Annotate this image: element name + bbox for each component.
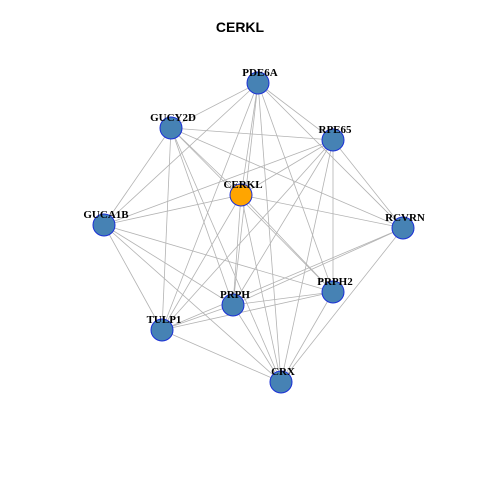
edge-prph2-prph: [232, 291, 334, 306]
edge-cerkl-prph: [232, 194, 242, 306]
edge-cerkl-rcvrn: [240, 194, 404, 229]
node-label-tulp1: TULP1: [147, 314, 182, 326]
node-layer: [92, 71, 415, 394]
edge-prph2-tulp1: [161, 291, 334, 331]
edge-rpe65-rcvrn: [332, 139, 404, 229]
edge-cerkl-tulp1: [161, 194, 242, 331]
edge-rpe65-guca1b: [103, 139, 334, 226]
edge-cerkl-guca1b: [103, 194, 242, 226]
node-prph[interactable]: [221, 293, 245, 317]
node-label-crx: CRX: [271, 366, 295, 378]
node-label-guca1b: GUCA1B: [83, 209, 129, 221]
node-guca1b[interactable]: [92, 213, 116, 237]
node-rpe65[interactable]: [321, 128, 345, 152]
edge-tulp1-crx: [161, 329, 282, 383]
edge-prph2-crx: [280, 291, 334, 383]
node-label-cerkl: CERKL: [223, 179, 262, 191]
edge-rpe65-tulp1: [161, 139, 334, 331]
edge-gucy2d-rcvrn: [170, 127, 404, 229]
edge-pde6a-prph2: [257, 82, 334, 293]
edge-rcvrn-prph: [232, 227, 404, 306]
edge-cerkl-prph2: [240, 194, 334, 293]
node-gucy2d[interactable]: [159, 116, 183, 140]
edge-pde6a-rpe65: [257, 82, 334, 141]
node-label-prph2: PRPH2: [317, 276, 353, 288]
edge-layer: [103, 82, 404, 383]
edge-rpe65-cerkl: [240, 139, 334, 196]
node-label-pde6a: PDE6A: [242, 67, 278, 79]
edge-gucy2d-prph2: [170, 127, 334, 293]
edge-gucy2d-guca1b: [103, 127, 172, 226]
node-label-rpe65: RPE65: [319, 124, 353, 136]
edge-prph-tulp1: [161, 304, 234, 331]
graph-title: CERKL: [215, 19, 265, 35]
edge-pde6a-rcvrn: [257, 82, 404, 229]
edge-gucy2d-cerkl: [170, 127, 242, 196]
node-crx[interactable]: [269, 370, 293, 394]
edge-rcvrn-tulp1: [161, 227, 404, 331]
edge-pde6a-cerkl: [240, 82, 259, 196]
edge-gucy2d-prph: [170, 127, 234, 306]
edge-guca1b-prph2: [103, 224, 334, 293]
edge-rcvrn-crx: [280, 227, 404, 383]
node-prph2[interactable]: [321, 280, 345, 304]
node-tulp1[interactable]: [150, 318, 174, 342]
edge-pde6a-crx: [257, 82, 282, 383]
edge-gucy2d-rpe65: [170, 127, 334, 141]
edge-gucy2d-crx: [170, 127, 282, 383]
edge-guca1b-prph: [103, 224, 234, 306]
node-rcvrn[interactable]: [391, 216, 415, 240]
edge-pde6a-guca1b: [103, 82, 259, 226]
edge-gucy2d-tulp1: [161, 127, 172, 331]
edge-pde6a-tulp1: [161, 82, 259, 331]
edge-rpe65-crx: [280, 139, 334, 383]
edge-rpe65-prph: [232, 139, 334, 306]
node-label-prph: PRPH: [220, 289, 250, 301]
edge-guca1b-crx: [103, 224, 282, 383]
node-label-gucy2d: GUCY2D: [150, 112, 196, 124]
edge-guca1b-tulp1: [103, 224, 163, 331]
edge-pde6a-gucy2d: [170, 82, 259, 129]
node-cerkl[interactable]: [229, 183, 253, 207]
edge-prph-crx: [232, 304, 282, 383]
node-pde6a[interactable]: [246, 71, 270, 95]
node-label-rcvrn: RCVRN: [385, 212, 425, 224]
